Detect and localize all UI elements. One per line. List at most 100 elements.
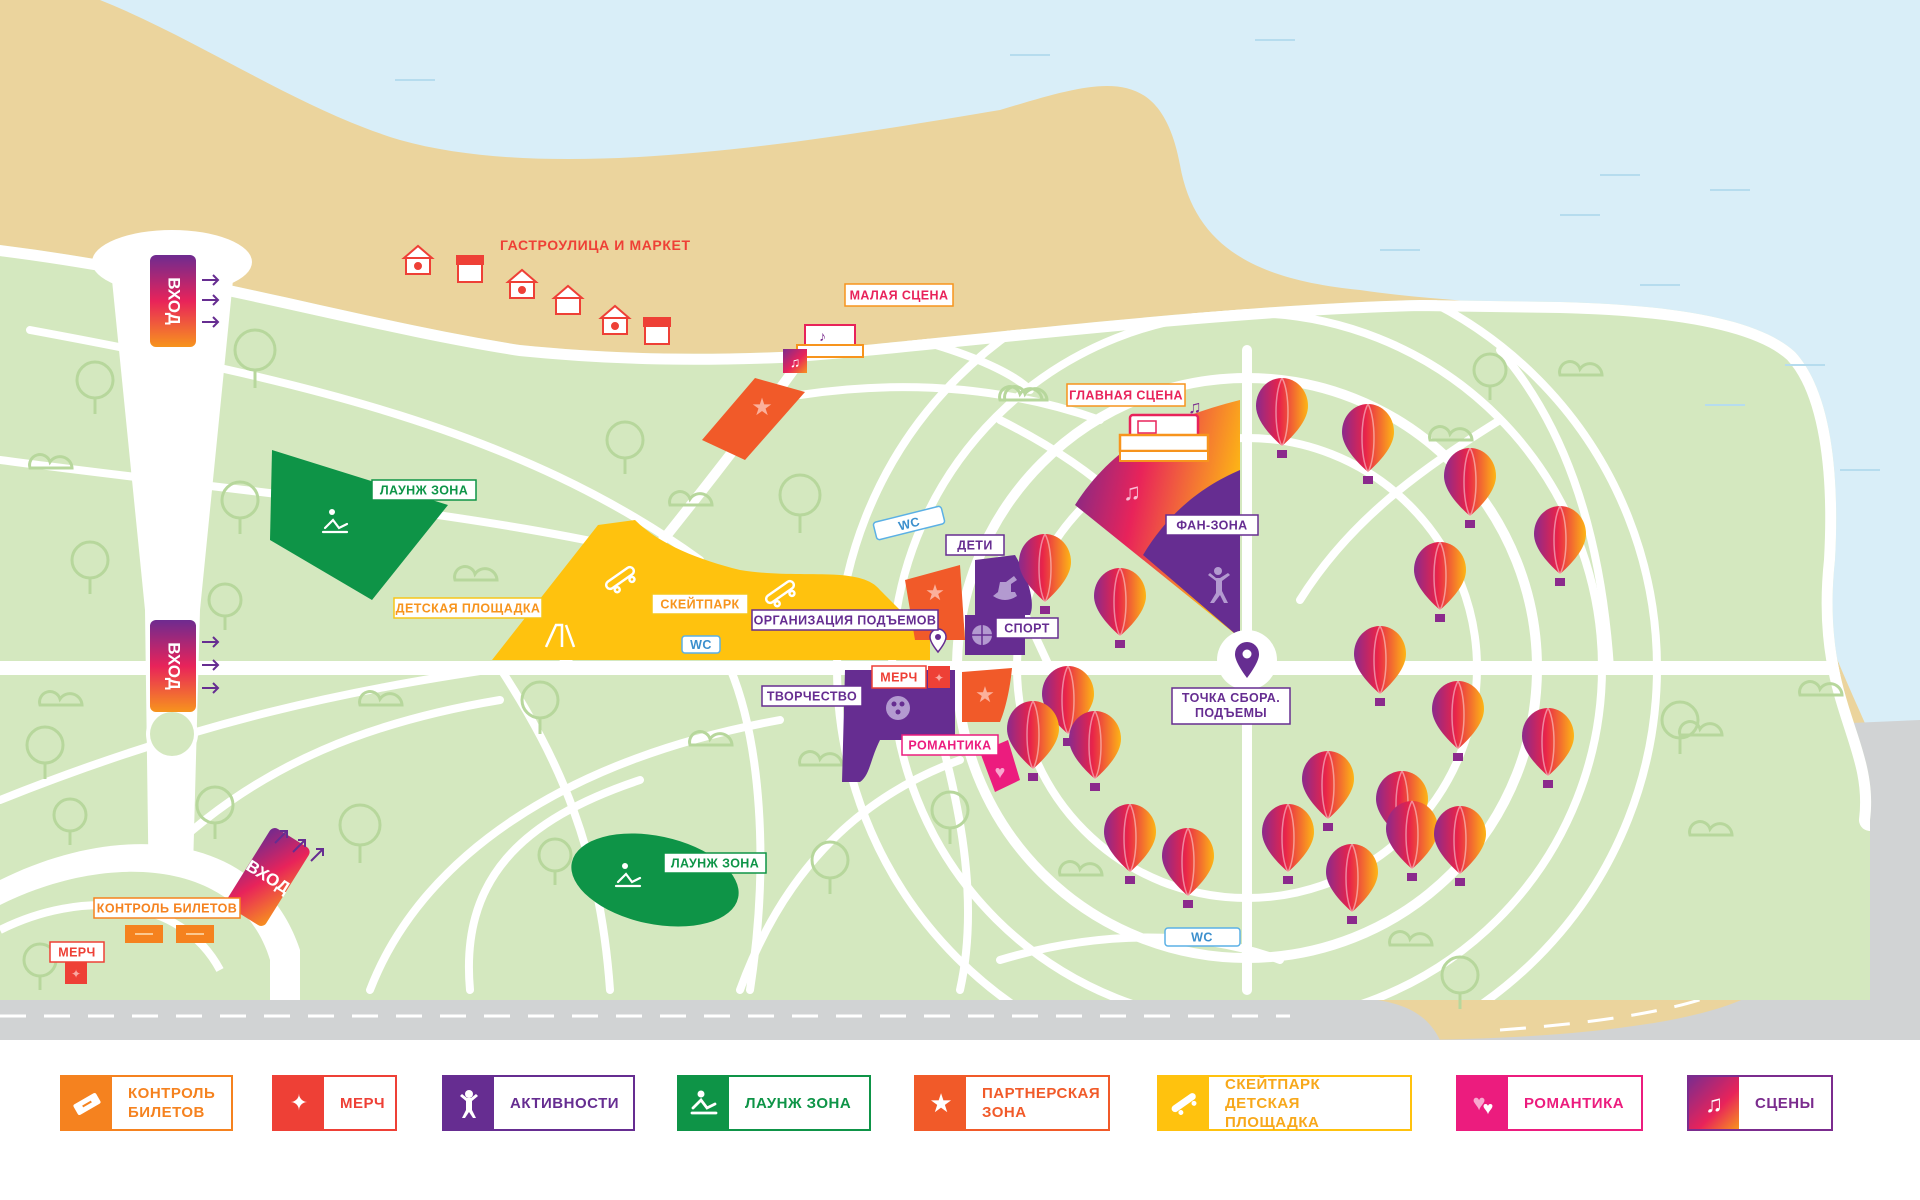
lift-org-label: ОРГАНИЗАЦИЯ ПОДЪЕМОВ xyxy=(751,609,939,631)
entrance-north[interactable]: ВХОД xyxy=(150,255,196,347)
map-labels: МАЛАЯ СЦЕНА ГЛАВНАЯ СЦЕНА ЛАУНЖ ЗОНА ЛАУ… xyxy=(49,283,1291,963)
svg-text:МЕРЧ: МЕРЧ xyxy=(58,946,95,960)
hot-air-balloons xyxy=(1007,377,1586,924)
merch-booth-icon: ✦ xyxy=(928,666,950,688)
svg-text:✦: ✦ xyxy=(71,967,81,981)
svg-text:ДЕТИ: ДЕТИ xyxy=(957,539,992,553)
merch-label: МЕРЧ xyxy=(871,665,927,689)
svg-text:ЛАУНЖ ЗОНА: ЛАУНЖ ЗОНА xyxy=(671,857,759,871)
small-stage-icon: ♫ ♪ xyxy=(783,324,864,373)
svg-text:ЛАУНЖ ЗОНА: ЛАУНЖ ЗОНА xyxy=(380,484,468,498)
main-stage-icon: ♫ xyxy=(1118,397,1210,462)
wc-label: WC xyxy=(1164,927,1241,947)
legend-label: КОНТРОЛЬ БИЛЕТОВ xyxy=(128,1085,216,1121)
svg-text:★: ★ xyxy=(929,1088,952,1118)
svg-text:ВХОД: ВХОД xyxy=(165,277,184,325)
person-jump-icon xyxy=(1208,567,1230,603)
legend-item: КОНТРОЛЬ БИЛЕТОВ xyxy=(60,1075,233,1131)
svg-text:♫: ♫ xyxy=(790,354,801,370)
star-icon: ★ xyxy=(925,580,945,605)
hot-air-balloon-icon xyxy=(1434,805,1486,886)
lounge-chair-icon xyxy=(679,1077,729,1129)
hot-air-balloon-icon xyxy=(1069,710,1121,791)
merch-label: МЕРЧ xyxy=(49,941,105,963)
hot-air-balloon-icon xyxy=(1256,377,1308,458)
creativity-label: ТВОРЧЕСТВО xyxy=(761,685,863,707)
entrance-middle[interactable]: ВХОД xyxy=(150,620,196,712)
svg-text:WC: WC xyxy=(897,515,921,534)
main-stage-label: ГЛАВНАЯ СЦЕНА xyxy=(1066,383,1186,407)
svg-text:ГЛАВНАЯ СЦЕНА: ГЛАВНАЯ СЦЕНА xyxy=(1069,389,1183,403)
sport-label: СПОРТ xyxy=(995,617,1059,639)
legend-item: ★ПАРТНЕРСКАЯ ЗОНА xyxy=(914,1075,1110,1131)
fan-zone-label: ФАН-ЗОНА xyxy=(1165,514,1259,536)
music-note-icon: ♫ xyxy=(1123,479,1141,506)
entrance-arrows-icon xyxy=(202,636,220,694)
lounge-zone-north xyxy=(270,450,448,600)
lounge-chair-icon xyxy=(321,509,349,534)
svg-text:♥: ♥ xyxy=(1483,1098,1494,1118)
legend: КОНТРОЛЬ БИЛЕТОВ ✦ МЕРЧ АКТИВНОСТИ ЛАУНЖ ЗОН… xyxy=(0,1040,1920,1200)
rocking-horse-icon xyxy=(993,576,1017,600)
music-note-icon: ♫ xyxy=(1689,1077,1739,1129)
svg-text:МЕРЧ: МЕРЧ xyxy=(880,671,917,685)
hot-air-balloon-icon xyxy=(1262,803,1314,884)
market-stalls xyxy=(401,244,671,345)
water-waves xyxy=(395,39,1880,471)
meeting-point-pin-icon[interactable] xyxy=(1217,630,1277,690)
activity-zone-creativity xyxy=(842,670,955,782)
legend-item: ♫ СЦЕНЫ xyxy=(1687,1075,1833,1131)
ticket-booth-icon xyxy=(176,925,214,943)
lounge-chair-icon xyxy=(614,863,642,888)
palette-icon xyxy=(886,696,910,720)
legend-label: МЕРЧ xyxy=(340,1094,386,1112)
legend-label: ЛАУНЖ ЗОНА xyxy=(745,1094,852,1112)
legend-item: ♥♥РОМАНТИКА xyxy=(1456,1075,1643,1131)
svg-text:ДЕТСКАЯ ПЛОЩАДКА: ДЕТСКАЯ ПЛОЩАДКА xyxy=(396,602,541,616)
svg-text:✦: ✦ xyxy=(290,1090,308,1115)
svg-text:✦: ✦ xyxy=(934,671,944,685)
hot-air-balloon-icon xyxy=(1534,505,1586,586)
entrance-arrows-icon xyxy=(274,830,324,862)
star-icon: ★ xyxy=(916,1077,966,1129)
ball-icon xyxy=(972,625,992,645)
romance-label: РОМАНТИКА xyxy=(901,734,999,756)
entrance-south[interactable]: ВХОД xyxy=(223,825,312,928)
playground-label: ДЕТСКАЯ ПЛОЩАДКА xyxy=(393,597,543,619)
entrance-arrows-icon xyxy=(202,274,220,328)
ticket-icon xyxy=(62,1077,112,1129)
legend-item: АКТИВНОСТИ xyxy=(442,1075,635,1131)
hot-air-balloon-icon xyxy=(1094,567,1146,648)
hearts-icon: ♥♥ xyxy=(1458,1077,1508,1129)
wc-label: WC xyxy=(872,505,946,541)
ticket-booth-icon xyxy=(125,925,163,943)
svg-text:ВХОД: ВХОД xyxy=(165,642,184,690)
hot-air-balloon-icon xyxy=(1386,800,1438,881)
festival-map: ★ ★ ★ ♥ ♫ ♫ ♪ ♫ xyxy=(0,0,1920,1040)
hot-air-balloon-icon xyxy=(1444,447,1496,528)
svg-text:♥: ♥ xyxy=(1472,1090,1485,1115)
lounge-zone-label: ЛАУНЖ ЗОНА xyxy=(663,852,767,874)
skatepark-label: СКЕЙТПАРК xyxy=(651,593,749,615)
hot-air-balloon-icon xyxy=(1104,803,1156,884)
gastro-street-label: ГАСТРОУЛИЦА И МАРКЕТ xyxy=(500,237,691,253)
ticket-control-label: КОНТРОЛЬ БИЛЕТОВ xyxy=(93,897,241,919)
svg-text:♫: ♫ xyxy=(1705,1091,1723,1118)
trees xyxy=(22,328,1700,1009)
star-icon: ★ xyxy=(975,682,995,707)
wc-label: WC xyxy=(681,635,721,654)
person-jump-icon xyxy=(444,1077,494,1129)
hot-air-balloon-icon xyxy=(1007,700,1059,781)
hot-air-balloon-icon xyxy=(1522,707,1574,788)
small-stage-label: МАЛАЯ СЦЕНА xyxy=(844,283,954,307)
hot-air-balloon-icon xyxy=(1342,403,1394,484)
svg-text:ТВОРЧЕСТВО: ТВОРЧЕСТВО xyxy=(767,690,857,704)
legend-label: СЦЕНЫ xyxy=(1755,1094,1815,1112)
svg-text:WC: WC xyxy=(690,638,712,652)
kids-label: ДЕТИ xyxy=(945,534,1005,556)
bushes xyxy=(28,360,1844,947)
hot-air-balloon-icon xyxy=(1354,625,1406,706)
star-icon: ★ xyxy=(751,394,773,421)
legend-label: АКТИВНОСТИ xyxy=(510,1094,620,1112)
skateboard-icon xyxy=(1159,1077,1209,1129)
